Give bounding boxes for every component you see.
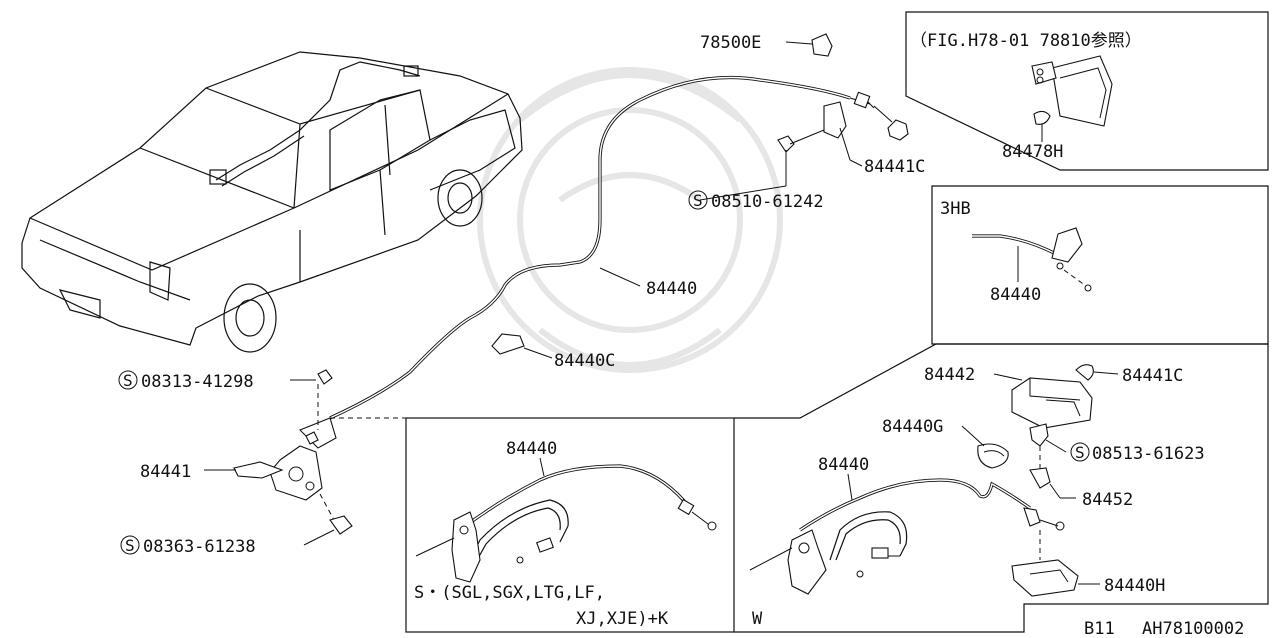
label-84440h: 84440H bbox=[1104, 576, 1165, 596]
label-84440-w: 84440 bbox=[818, 455, 869, 475]
leader-84440-main bbox=[599, 267, 641, 287]
label-84442: 84442 bbox=[924, 365, 975, 385]
label-84441: 84441 bbox=[140, 462, 191, 482]
variant-s-box: 84440 S・(SGL,SGX,LTG,LF, XJ,XJE)+K bbox=[405, 417, 735, 633]
clip-84440c: 84440C bbox=[491, 333, 615, 371]
leader-08363 bbox=[303, 529, 335, 546]
clip-78500e: 78500E bbox=[700, 33, 833, 57]
label-08513-61623: 08513-61623 bbox=[1092, 444, 1205, 464]
label-s-variant-line2: XJ,XJE)+K bbox=[576, 609, 669, 629]
label-84440c: 84440C bbox=[554, 351, 615, 371]
hood-latch-assembly bbox=[233, 369, 353, 535]
label-3hb: 3HB bbox=[940, 199, 971, 219]
label-84452: 84452 bbox=[1082, 490, 1133, 510]
fig-ref-box: （FIG.H78-01 78810参照） 84478H bbox=[905, 11, 1269, 171]
bracket-84441c-top: 84441C bbox=[823, 101, 925, 177]
std-mark-08510: S bbox=[693, 191, 703, 210]
label-84478h: 84478H bbox=[1002, 142, 1063, 162]
std-mark-08513: S bbox=[1075, 443, 1085, 462]
variant-w-box: W 84440G 84442 84441C S 08513-61623 bbox=[734, 343, 1269, 633]
label-84440-s: 84440 bbox=[506, 439, 557, 459]
label-84441c-top: 84441C bbox=[864, 157, 925, 177]
label-08313-41298: 08313-41298 bbox=[141, 372, 254, 392]
watermark-emblem bbox=[477, 67, 783, 373]
label-78500e: 78500E bbox=[700, 33, 761, 53]
label-84440-hb: 84440 bbox=[990, 285, 1041, 305]
std-mark-08313: S bbox=[123, 371, 133, 390]
main-release-cable bbox=[329, 75, 909, 420]
label-84440g: 84440G bbox=[882, 417, 943, 437]
label-84441c-right: 84441C bbox=[1122, 366, 1183, 386]
label-08363-61238: 08363-61238 bbox=[143, 537, 256, 557]
car-illustration bbox=[21, 51, 523, 353]
bolt-08510: S 08510-61242 bbox=[688, 129, 825, 212]
std-circle-08363 bbox=[120, 535, 140, 555]
page-code: B11 bbox=[1084, 619, 1115, 638]
diagram-code: AH78100002 bbox=[1142, 619, 1244, 638]
label-w: W bbox=[752, 609, 763, 629]
std-mark-08363: S bbox=[125, 536, 135, 555]
label-fig-ref: （FIG.H78-01 78810参照） bbox=[910, 31, 1142, 51]
variant-3hb-box: 3HB 84440 bbox=[931, 185, 1269, 345]
label-08510-61242: 08510-61242 bbox=[711, 192, 824, 212]
label-s-variant-line1: S・(SGL,SGX,LTG,LF, bbox=[414, 583, 605, 603]
std-circle-08313 bbox=[118, 370, 138, 390]
label-84440-main: 84440 bbox=[646, 279, 697, 299]
